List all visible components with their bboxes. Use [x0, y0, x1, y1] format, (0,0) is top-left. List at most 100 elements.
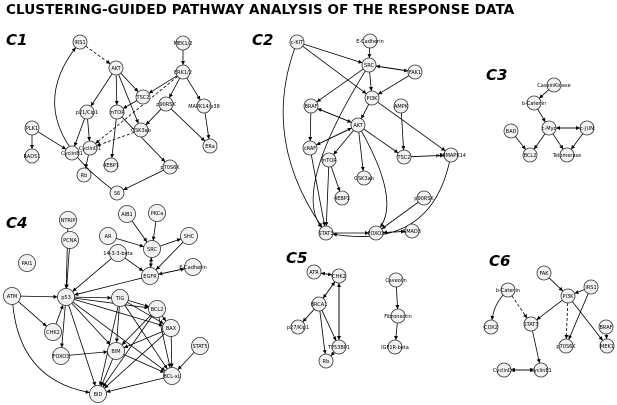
edge-c4-p53-to-bcl-xl: [72, 301, 166, 372]
node-circle: [196, 98, 212, 114]
node-label: BRCA1: [311, 302, 328, 308]
edge-c4-egfr-to-p53: [74, 277, 142, 296]
node-label: FOXO3: [53, 354, 70, 360]
node-label: AMPK: [394, 104, 409, 110]
node-label: cRAF: [304, 146, 316, 152]
node-label: CaseinKinase: [537, 83, 570, 89]
edge-c5-brca1-to-rb: [319, 310, 327, 355]
edge-c4-p53-to-bid: [68, 304, 96, 387]
node-c1-gsk3ab: GSK3ab: [131, 122, 151, 138]
cluster-label-c3: C3: [486, 66, 507, 84]
node-circle: [407, 64, 423, 80]
edge-c2-c-kit-to-stat3: [282, 48, 323, 228]
node-label: AR: [105, 234, 112, 240]
edge-c3-b-catenin-to-c-myc: [537, 108, 546, 123]
node-label: Fibronectin: [384, 314, 412, 320]
edge-c2-fak1-to-src: [375, 64, 409, 72]
node-circle: [393, 98, 409, 114]
edge-c1-mtor-to-4ebp1: [110, 118, 117, 159]
node-circle: [143, 240, 161, 258]
node-label: c-JUN: [580, 126, 594, 132]
node-label: CyclinD1: [79, 146, 101, 152]
edge-c4-tig-to-bcl2: [128, 300, 149, 308]
edge-c6-stat3-to-cycline1: [532, 330, 541, 364]
node-circle: [306, 264, 322, 280]
node-circle: [361, 57, 377, 73]
node-circle: [533, 362, 549, 378]
node-label: BAX: [166, 326, 177, 332]
edge-c4-bcl2-to-bid: [102, 315, 153, 388]
node-c4-pcna: PCNA: [61, 231, 79, 249]
edge-c2-akt-to-foxo3: [361, 130, 388, 228]
cluster-label-c2: C2: [252, 31, 273, 49]
node-c5-chk2: CHK2: [331, 268, 347, 284]
edge-c4-bcl2-to-bax: [161, 315, 167, 322]
node-c4-bim: BIM: [107, 342, 125, 360]
node-c4-pkca: PKCa: [148, 204, 166, 222]
node-label: BRAF: [305, 104, 318, 110]
edge-c2-c-kit-to-src: [303, 43, 363, 64]
node-circle: [350, 117, 366, 133]
node-circle: [108, 60, 124, 76]
node-circle: [598, 319, 614, 335]
edge-c1-p70s6k-to-s6: [123, 169, 164, 191]
node-label: EGFR: [143, 274, 157, 280]
node-c4-aib1: AIB1: [118, 205, 136, 223]
node-label: p53: [61, 295, 71, 301]
cluster-label-c4: C4: [6, 214, 27, 232]
edge-c6-b-catenin-to-cox2: [490, 294, 504, 321]
edge-c1-erk1-2-to-p90rsk: [168, 77, 181, 99]
edge-c3-c-myc-to-telomerase: [552, 133, 564, 150]
node-label: FAK1: [409, 70, 421, 76]
node-c6-cycline1: CyclinE1: [530, 362, 552, 378]
node-circle: [560, 288, 576, 304]
edge-c6-fak-to-pi3k: [548, 277, 564, 292]
node-c4-bcl2: BCL2: [148, 300, 166, 318]
edges-layer: [12, 43, 609, 394]
node-label: E-Cadherin: [356, 39, 384, 45]
node-circle: [57, 288, 75, 306]
node-label: BCL-xL: [163, 374, 180, 380]
node-c1-p21-cip1: p21/Cip1: [76, 104, 98, 120]
node-circle: [103, 157, 119, 173]
node-label: IRS1: [74, 40, 85, 46]
node-label: STAT3: [523, 322, 538, 328]
edge-c1-akt-to-p21-cip1: [90, 73, 113, 107]
node-circle: [390, 308, 406, 324]
node-label: CHK2: [332, 274, 346, 280]
node-circle: [331, 339, 347, 355]
node-circle: [191, 337, 209, 355]
node-circle: [416, 190, 432, 206]
edge-c1-mtor-to-p70s6k: [121, 116, 166, 163]
edge-c4-foxo3-to-bim: [69, 350, 108, 356]
edge-c4-tig-to-bim: [114, 306, 120, 343]
node-circle: [334, 190, 350, 206]
edge-c4-bcl2-to-bcl-xl: [158, 317, 172, 368]
node-label: COX2: [484, 325, 498, 331]
node-c3-caseinkinase: CaseinKinase: [537, 77, 571, 93]
edge-c1-gsk3ab-to-cyclind1: [96, 131, 135, 147]
node-c1-rb: Rb: [76, 167, 92, 183]
node-circle: [64, 145, 80, 161]
edge-c1-plk1-to-cyclinb1: [37, 131, 67, 150]
node-label: SRC: [147, 247, 157, 253]
node-label: PKCa: [151, 211, 164, 217]
node-c6-irs1: IRS1: [583, 279, 599, 295]
node-c1-s6: S6: [109, 185, 125, 201]
node-label: ATR: [309, 270, 319, 276]
edge-c4-14-3-3-beta-to-p53: [72, 258, 112, 292]
node-c4-src: SRC: [143, 240, 161, 258]
node-c1-era: ERa: [202, 138, 218, 154]
node-label: MEK1: [600, 344, 614, 350]
edge-c4-bim-to-bid: [100, 358, 114, 387]
node-circle: [109, 244, 127, 262]
node-c5-brca1: BRCA1: [311, 296, 328, 312]
node-label: p27/Kip1: [287, 325, 309, 331]
edge-c3-caseinkinase-to-b-catenin: [538, 89, 550, 99]
edge-c1-akt-to-mtor: [114, 74, 119, 106]
edge-c4-stat5-to-bcl-xl: [177, 351, 195, 371]
node-circle: [541, 120, 557, 136]
node-circle: [526, 95, 542, 111]
node-c1-p90rsk: p90RSK: [156, 96, 176, 112]
node-circle: [180, 227, 198, 245]
